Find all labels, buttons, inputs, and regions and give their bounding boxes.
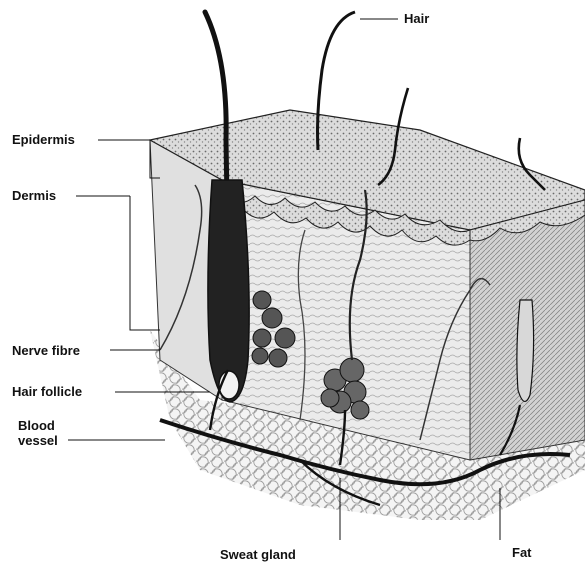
label-hair: Hair — [404, 11, 429, 26]
label-blood-vessel-line1: Blood — [18, 418, 78, 433]
label-epidermis: Epidermis — [12, 132, 75, 147]
label-sweat-gland: Sweat gland — [220, 547, 296, 562]
label-dermis: Dermis — [12, 188, 56, 203]
label-blood-vessel-line2: vessel — [18, 433, 78, 448]
label-blood-vessel: Blood vessel — [18, 418, 78, 448]
label-hair-follicle: Hair follicle — [12, 384, 82, 399]
hair-follicle — [208, 180, 249, 402]
label-nerve-fibre: Nerve fibre — [12, 343, 80, 358]
right-follicle — [517, 300, 534, 401]
label-fat: Fat — [512, 545, 532, 560]
